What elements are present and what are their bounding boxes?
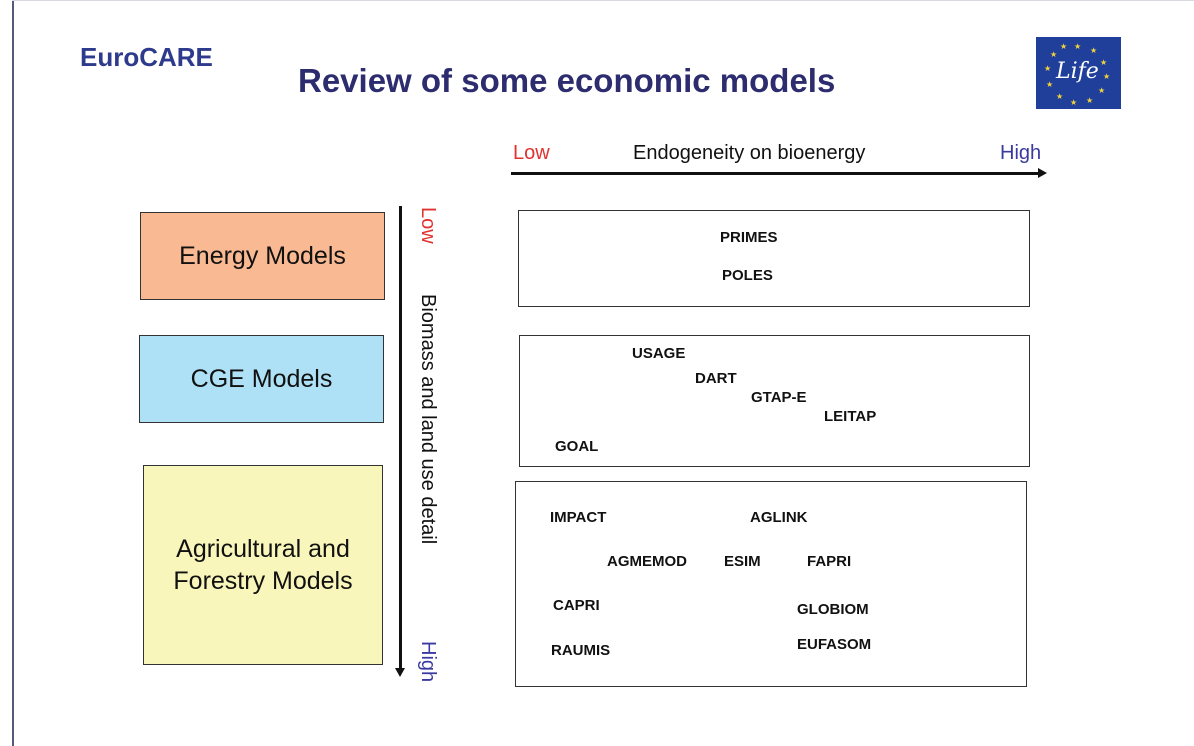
- star-icon: ★: [1098, 86, 1106, 95]
- model-eufasom: EUFASOM: [797, 636, 872, 653]
- model-primes: PRIMES: [720, 229, 778, 246]
- model-goal: GOAL: [555, 438, 599, 455]
- cge-models-label: CGE Models: [190, 364, 333, 393]
- energy-models-group: PRIMES POLES: [518, 210, 1030, 307]
- star-icon: ★: [1046, 80, 1054, 89]
- model-globiom: GLOBIOM: [797, 601, 869, 618]
- agri-forestry-models-group: IMPACT AGLINK AGMEMOD ESIM FAPRI CAPRI G…: [515, 481, 1027, 687]
- star-icon: ★: [1070, 98, 1078, 107]
- model-dart: DART: [695, 370, 737, 387]
- energy-models-label: Energy Models: [179, 241, 346, 270]
- model-esim: ESIM: [724, 553, 761, 570]
- detail-arrowhead-icon: [395, 668, 405, 677]
- slide-title: Review of some economic models: [298, 62, 836, 99]
- star-icon: ★: [1103, 72, 1111, 81]
- model-leitap: LEITAP: [824, 408, 877, 425]
- endogeneity-high-label: High: [1000, 142, 1042, 164]
- endogeneity-axis-title: Endogeneity on bioenergy: [633, 142, 866, 164]
- star-icon: ★: [1056, 92, 1064, 101]
- cge-models-group: USAGE DART GTAP-E LEITAP GOAL: [519, 335, 1030, 467]
- model-fapri: FAPRI: [807, 553, 852, 570]
- life-logo-text: Life: [1056, 59, 1099, 84]
- detail-high-label: High: [417, 641, 439, 683]
- model-usage: USAGE: [632, 345, 686, 362]
- model-impact: IMPACT: [550, 509, 607, 526]
- slide-top-border: [12, 0, 1194, 1]
- detail-low-label: Low: [417, 207, 439, 244]
- brand-name: EuroCARE: [80, 42, 213, 72]
- detail-arrow: [399, 206, 402, 670]
- star-icon: ★: [1086, 96, 1094, 105]
- cge-models-box: CGE Models: [139, 335, 384, 423]
- model-capri: CAPRI: [553, 597, 600, 614]
- model-aglink: AGLINK: [750, 509, 808, 526]
- star-icon: ★: [1074, 42, 1082, 51]
- model-poles: POLES: [722, 267, 773, 284]
- endogeneity-low-label: Low: [513, 142, 550, 164]
- detail-axis-title: Biomass and land use detail: [417, 294, 439, 545]
- endogeneity-arrowhead-icon: [1038, 168, 1047, 178]
- star-icon: ★: [1090, 46, 1098, 55]
- energy-models-box: Energy Models: [140, 212, 385, 300]
- star-icon: ★: [1060, 42, 1068, 51]
- star-icon: ★: [1050, 50, 1058, 59]
- model-raumis: RAUMIS: [551, 642, 611, 659]
- endogeneity-arrow: [511, 172, 1041, 175]
- star-icon: ★: [1044, 64, 1052, 73]
- agri-forestry-models-label: Agricultural and Forestry Models: [173, 534, 353, 596]
- star-icon: ★: [1100, 58, 1108, 67]
- slide-left-border: [12, 0, 14, 746]
- model-gtap-e: GTAP-E: [751, 389, 807, 406]
- model-agmemod: AGMEMOD: [607, 553, 687, 570]
- agri-forestry-models-box: Agricultural and Forestry Models: [143, 465, 383, 665]
- life-logo: ★ ★ ★ ★ ★ ★ ★ ★ ★ ★ ★ ★ Life: [1036, 37, 1121, 109]
